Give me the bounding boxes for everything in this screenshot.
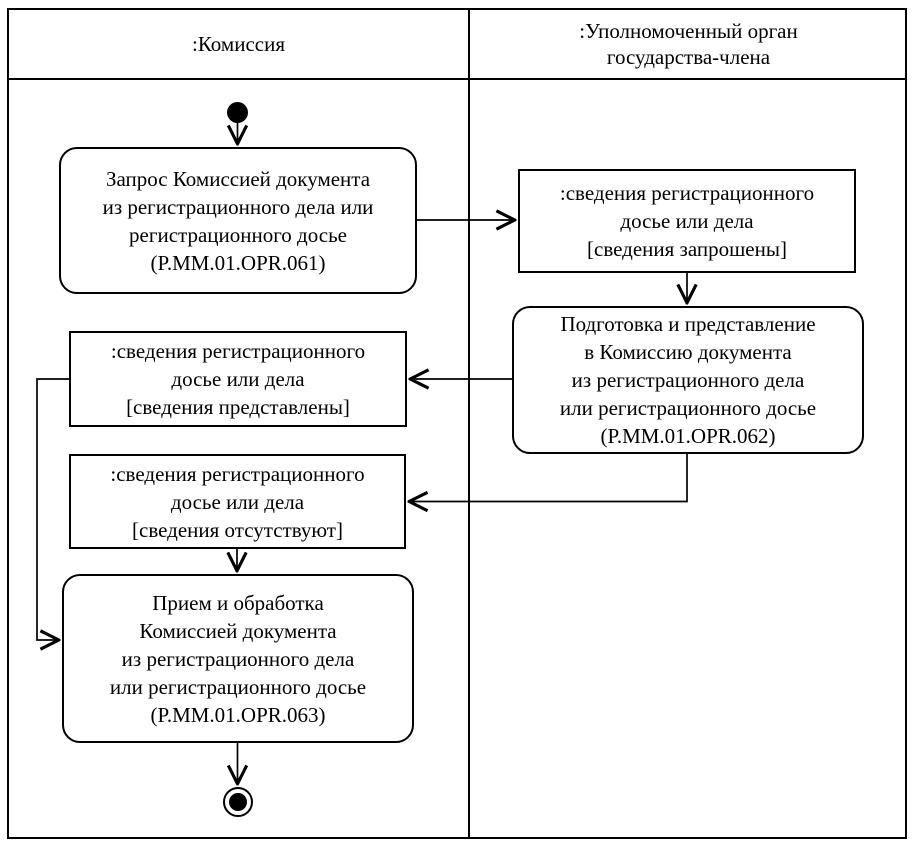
diagram-frame xyxy=(7,8,907,839)
lane-header-authorized-body: :Уполномоченный орган государства-члена xyxy=(579,18,798,69)
object-info-provided: :сведения регистрационного досье или дел… xyxy=(69,331,407,427)
action-request-document: Запрос Комиссией документа из регистраци… xyxy=(59,147,417,294)
final-node xyxy=(223,787,253,817)
action-prepare-and-submit-document: Подготовка и представление в Комиссию до… xyxy=(512,306,864,454)
action-receive-and-process-document: Прием и обработка Комиссией документа из… xyxy=(62,574,414,743)
lane-header-rule xyxy=(7,78,907,80)
object-info-requested: :сведения регистрационного досье или дел… xyxy=(518,169,856,273)
initial-node xyxy=(227,102,248,123)
lane-header-commission: :Комиссия xyxy=(192,31,285,56)
lane-divider xyxy=(468,8,470,839)
object-info-absent: :сведения регистрационного досье или дел… xyxy=(69,454,406,549)
final-node-dot xyxy=(229,793,247,811)
